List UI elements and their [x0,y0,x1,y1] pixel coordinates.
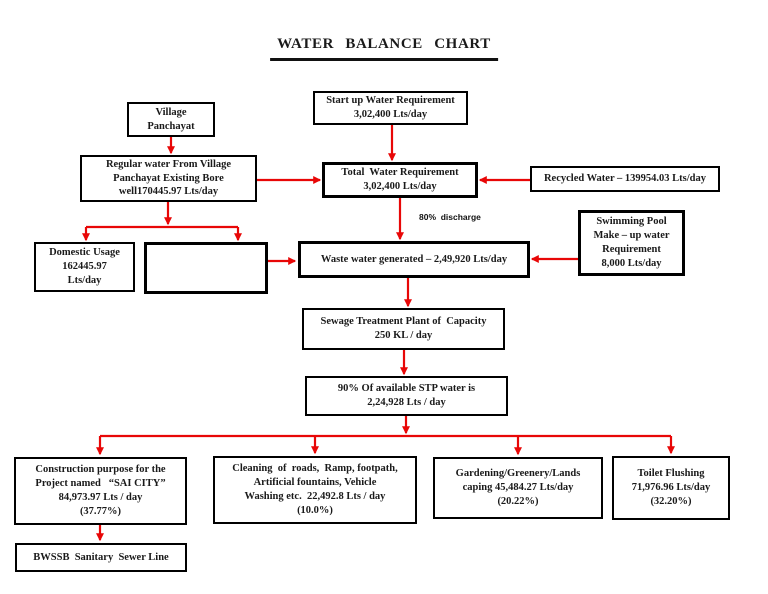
text-line: 71,976.96 Lts/day [631,482,711,494]
node-blank-box [144,242,268,294]
text-line: 3,02,400 Lts/day [363,181,437,192]
text-line: Toilet Flushing [637,468,705,480]
node-bwssb-sewer-line: BWSSB Sanitary Sewer Line [15,543,187,572]
text-line: Washing etc. 22,492.8 Lts / day [244,491,386,502]
text-line: Make – up water [593,230,670,242]
text-line: Project named “SAI CITY” [35,478,166,490]
node-cleaning-roads: Cleaning of roads, Ramp, footpath, Artifi… [213,456,417,524]
text-line: caping 45,484.27 Lts/day [462,482,574,494]
text-line: (32.20%) [650,495,692,507]
text-line: 90% Of available STP water is [337,383,476,395]
text-line: Requirement [602,244,661,255]
text-line: 162445.97 [62,261,107,273]
text-line: Panchayat [147,120,195,132]
text-line: Start up Water Requirement [326,95,455,107]
node-sewage-treatment-plant: Sewage Treatment Plant of Capacity 250 KL… [302,308,505,350]
text-line: (37.77%) [79,505,122,517]
node-stp-90-percent: 90% Of available STP water is 2,24,928 Lt… [305,376,508,416]
text-line: BWSSB Sanitary Sewer Line [33,551,169,563]
node-recycled-water: Recycled Water – 139954.03 Lts/day [530,166,720,192]
text-line: well170445.97 Lts/day [118,186,219,198]
text-line: Recycled Water – 139954.03 Lts/day [543,173,707,185]
node-waste-water-generated: Waste water generated – 2,49,920 Lts/day [298,241,530,278]
text-line: 84,973.97 Lts / day [58,492,143,503]
page-title: WATER BALANCE CHART [270,36,498,61]
text-line: (20.22%) [497,495,539,507]
text-line: Panchayat Existing Bore [113,172,224,184]
text-line: Domestic Usage [49,247,120,259]
node-gardening-landscaping: Gardening/Greenery/Lands caping 45,484.27… [433,457,603,519]
text-line: (10.0%) [297,504,333,516]
text-line: Gardening/Greenery/Lands [455,468,581,480]
text-line: Cleaning of roads, Ramp, footpath, [232,463,398,475]
text-line: Artificial fountains, Vehicle [253,477,377,489]
node-toilet-flushing: Toilet Flushing 71,976.96 Lts/day(32.20%) [612,456,730,520]
text-line: 3,02,400 Lts/day [353,109,428,120]
node-startup-water-requirement: Start up Water Requirement 3,02,400 Lts/d… [313,91,468,125]
text-line: 250 KL / day [374,330,433,341]
text-line: Regular water From Village [105,158,232,170]
text-line: Sewage Treatment Plant of Capacity [320,316,487,328]
text-line: Waste water generated – 2,49,920 Lts/day [320,253,508,265]
text-line: Construction purpose for the [35,464,166,476]
text-line: 8,000 Lts/day [601,257,662,269]
text-line: 2,24,928 Lts / day [367,397,446,408]
text-line: Village [155,106,187,118]
node-total-water-requirement: Total Water Requirement 3,02,400 Lts/day [322,162,478,198]
text-line: Swimming Pool [596,216,667,228]
text-line: Lts/day [67,274,102,286]
discharge-label: 80% discharge [419,212,481,222]
text-line: Total Water Requirement [341,167,459,179]
